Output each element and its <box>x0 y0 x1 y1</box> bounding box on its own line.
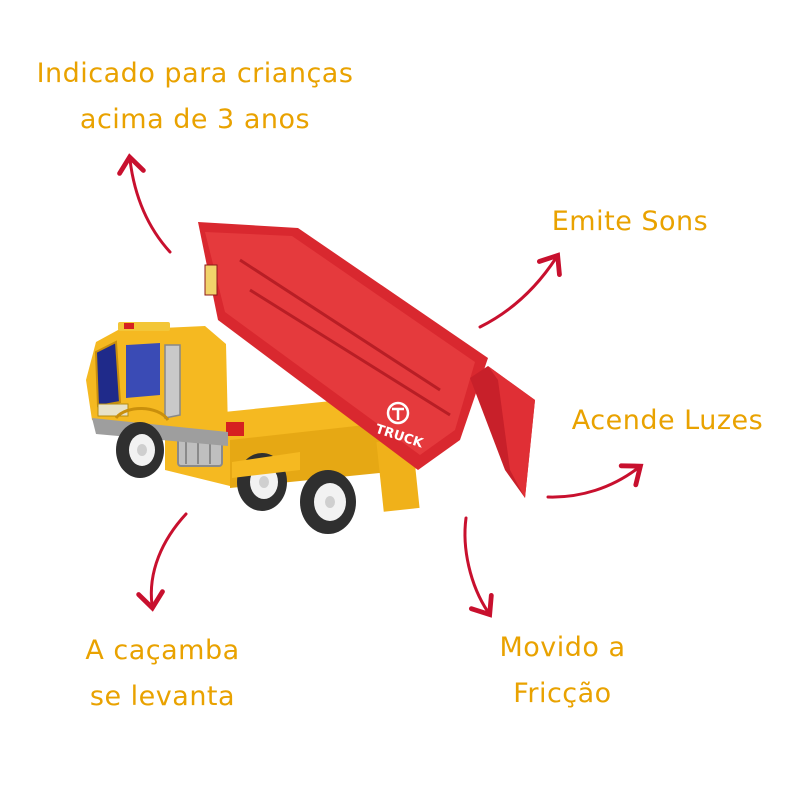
truck-logo-icon <box>386 401 410 425</box>
feature-sounds-line-1: Emite Sons <box>551 206 709 237</box>
wheel-front <box>116 422 164 478</box>
feature-age-line-1: Indicado para crianças <box>36 58 354 89</box>
feature-friction: Movido a Fricção <box>480 632 645 711</box>
feature-friction-line-1: Movido a <box>499 632 626 663</box>
arrow-sounds-icon <box>478 252 562 329</box>
feature-bed-lifts-line-2: se levanta <box>89 681 236 713</box>
feature-age: Indicado para crianças acima de 3 anos <box>20 58 370 137</box>
wheel-rear-2 <box>300 470 356 534</box>
dump-truck: TRUCK <box>86 222 535 534</box>
feature-lights: Acende Luzes <box>560 405 775 437</box>
feature-lights-line-1: Acende Luzes <box>571 405 764 436</box>
feature-age-line-2: acima de 3 anos <box>79 104 311 136</box>
feature-friction-line-2: Fricção <box>513 678 612 710</box>
feature-bed-lifts-line-1: A caçamba <box>85 635 240 666</box>
arrow-lights-icon <box>546 463 644 499</box>
arrow-friction-icon <box>463 516 494 618</box>
feature-bed-lifts: A caçamba se levanta <box>70 635 255 714</box>
arrow-age-icon <box>117 153 172 254</box>
arrow-bed-icon <box>136 512 188 612</box>
feature-sounds: Emite Sons <box>540 206 720 238</box>
